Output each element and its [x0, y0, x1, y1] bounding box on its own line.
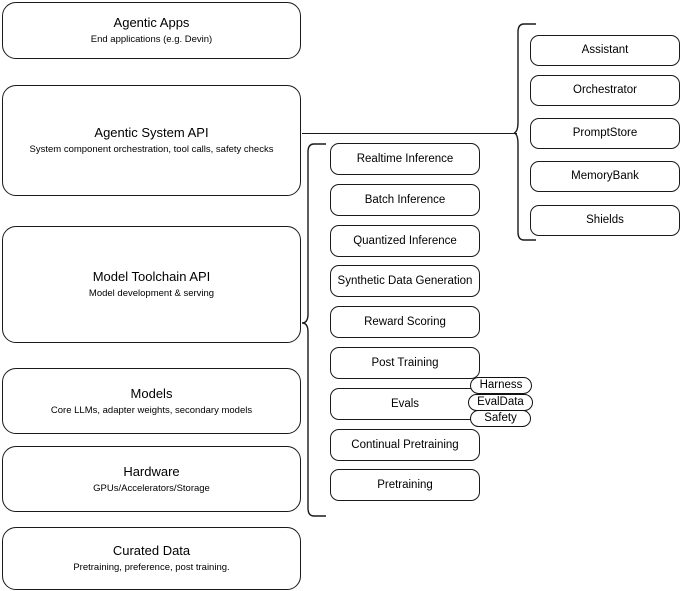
component-label: Continual Pretraining: [351, 438, 459, 451]
component-label: Quantized Inference: [353, 234, 457, 247]
system-component-promptstore[interactable]: PromptStore: [530, 118, 680, 149]
layer-title: Model Toolchain API: [92, 269, 211, 284]
layer-title: Agentic Apps: [113, 15, 190, 30]
component-label: Evals: [390, 397, 420, 410]
layer-models[interactable]: Models Core LLMs, adapter weights, secon…: [2, 368, 301, 434]
toolchain-component-reward-scoring[interactable]: Reward Scoring: [330, 306, 480, 338]
component-label: Synthetic Data Generation: [337, 274, 473, 287]
toolchain-component-batch-inference[interactable]: Batch Inference: [330, 184, 480, 216]
layer-agentic-system-api[interactable]: Agentic System API System component orch…: [2, 85, 301, 196]
evals-badge-safety[interactable]: Safety: [470, 410, 531, 427]
component-label: Batch Inference: [364, 193, 446, 206]
badge-label: EvalData: [477, 396, 524, 408]
component-label: Pretraining: [377, 478, 433, 491]
layer-title: Models: [130, 385, 173, 401]
component-label: Reward Scoring: [364, 315, 446, 328]
system-component-assistant[interactable]: Assistant: [530, 35, 680, 66]
toolchain-component-pretraining[interactable]: Pretraining: [330, 469, 480, 501]
toolchain-component-synthetic-data-generation[interactable]: Synthetic Data Generation: [330, 265, 480, 297]
toolchain-component-continual-pretraining[interactable]: Continual Pretraining: [330, 429, 480, 461]
badge-label: Harness: [479, 379, 523, 391]
toolchain-component-post-training[interactable]: Post Training: [330, 347, 480, 379]
layer-subtitle: Pretraining, preference, post training.: [73, 562, 230, 573]
system-component-shields[interactable]: Shields: [530, 205, 680, 236]
component-label: Realtime Inference: [356, 152, 454, 165]
component-label: Shields: [586, 214, 624, 226]
layer-agentic-apps[interactable]: Agentic Apps End applications (e.g. Devi…: [2, 2, 301, 59]
layer-model-toolchain-api[interactable]: Model Toolchain API Model development & …: [2, 226, 301, 343]
layer-title: Agentic System API: [94, 125, 209, 140]
toolchain-component-evals[interactable]: Evals: [330, 388, 480, 420]
layer-subtitle: Core LLMs, adapter weights, secondary mo…: [50, 404, 253, 416]
toolchain-component-realtime-inference[interactable]: Realtime Inference: [330, 143, 480, 175]
component-label: Post Training: [371, 356, 439, 369]
component-label: PromptStore: [572, 127, 638, 139]
layer-subtitle: End applications (e.g. Devin): [90, 34, 213, 45]
layer-subtitle: GPUs/Accelerators/Storage: [93, 482, 210, 494]
layer-curated-data[interactable]: Curated Data Pretraining, preference, po…: [2, 527, 301, 590]
brace-toolchain-components: [300, 142, 326, 518]
component-label: MemoryBank: [571, 170, 639, 182]
evals-badge-evaldata[interactable]: EvalData: [468, 394, 533, 411]
component-label: Assistant: [581, 44, 629, 56]
badge-label: Safety: [484, 412, 517, 424]
toolchain-component-quantized-inference[interactable]: Quantized Inference: [330, 225, 480, 257]
system-component-memorybank[interactable]: MemoryBank: [530, 161, 680, 192]
layer-subtitle: System component orchestration, tool cal…: [29, 144, 274, 155]
layer-subtitle: Model development & serving: [88, 288, 215, 299]
layer-title: Curated Data: [112, 543, 191, 558]
connector-line-system-api: [302, 133, 517, 135]
layer-hardware[interactable]: Hardware GPUs/Accelerators/Storage: [2, 446, 301, 512]
component-label: Orchestrator: [573, 84, 637, 96]
layer-title: Hardware: [123, 463, 180, 479]
system-component-orchestrator[interactable]: Orchestrator: [530, 75, 680, 106]
evals-badge-harness[interactable]: Harness: [470, 377, 532, 394]
